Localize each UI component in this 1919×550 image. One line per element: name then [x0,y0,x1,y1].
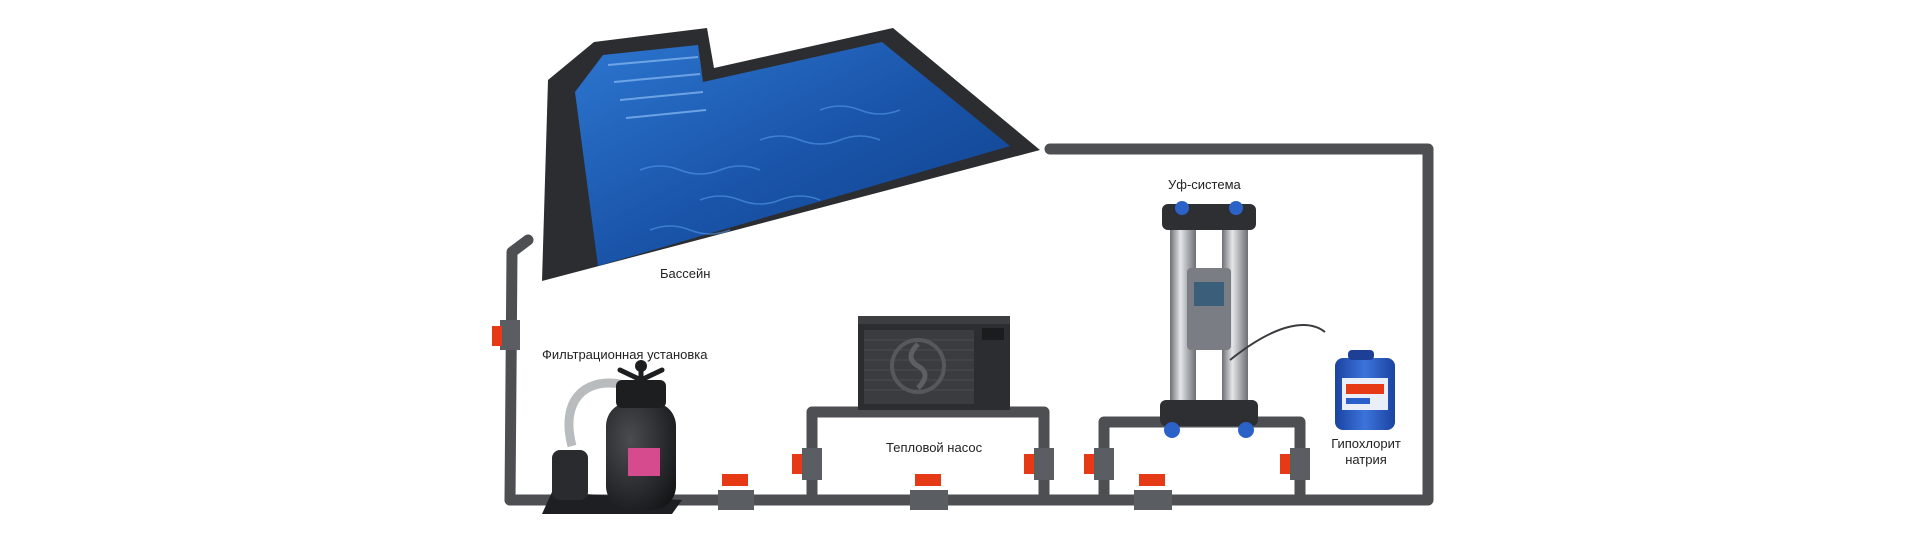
heat-pump-top [858,316,1010,324]
ball-valve-icon[interactable] [1280,448,1310,480]
ball-valve-icon[interactable] [792,448,822,480]
uv-cable [1229,324,1326,361]
hypochlorite-canister-image [1335,350,1395,430]
uv-bypass-pipe [1098,416,1306,506]
ball-valve-icon[interactable] [492,320,520,350]
uv-bottom-bar [1160,400,1258,426]
pool-image [542,28,1040,281]
pool-label: Бассейн [660,266,711,281]
filter-tank-label [628,448,660,476]
pool-water [575,42,1010,266]
ball-valve-icon[interactable] [1134,474,1172,510]
heat-pump-fan [890,338,946,394]
hypochlorite-label: Гипохлорит натрия [1328,436,1404,468]
uv-control-box [1187,268,1231,350]
heat-pump-image [858,316,1010,410]
uv-display [1194,282,1224,306]
filter-unit-image [542,360,682,514]
hypochlorite-label-line2: натрия [1345,452,1387,467]
heat-pump-panel [982,328,1004,340]
ball-valve-icon[interactable] [1084,448,1114,480]
filter-valve-body [616,380,666,408]
filter-hose [564,378,621,448]
ball-valve-icon[interactable] [1024,448,1054,480]
canister-handle [1348,350,1374,360]
heat-pump-label: Тепловой насос [886,440,983,455]
ball-valve-icon[interactable] [910,474,948,510]
filter-pump-motor [552,450,588,500]
heat-pump-bypass-pipe [806,406,1050,506]
filter-label: Фильтрационная установка [542,347,708,362]
uv-system-label: Уф-система [1168,177,1241,192]
valves [492,320,1310,510]
ball-valve-icon[interactable] [718,474,754,510]
hypochlorite-label-line1: Гипохлорит [1331,436,1401,451]
pool-steps [607,56,707,119]
suction-pipe [504,234,534,506]
pool-water-shimmer [639,105,901,235]
uv-system-image [1160,201,1326,438]
